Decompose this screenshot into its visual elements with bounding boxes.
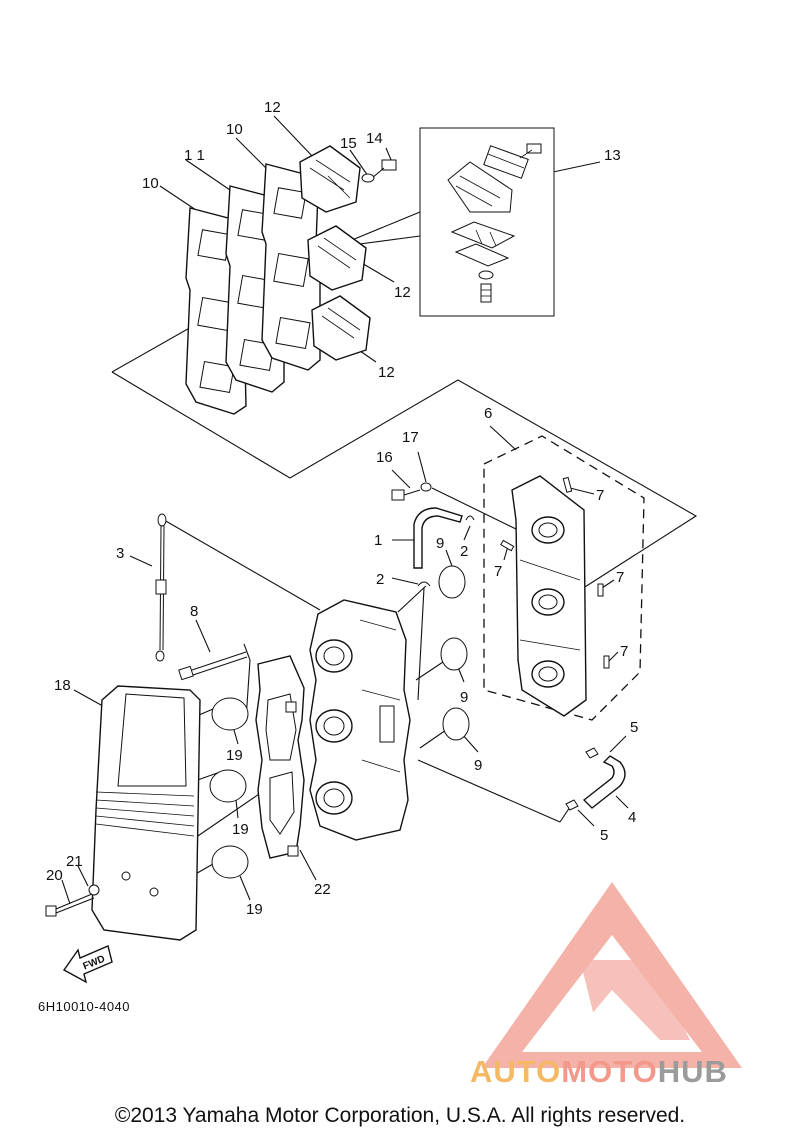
reed-valve-12-bottom	[311, 295, 371, 361]
callout-20: 20	[46, 867, 63, 884]
clip-2-upper	[465, 515, 475, 521]
gasket-9-middle	[440, 637, 468, 671]
clip-2-lower	[417, 581, 431, 587]
callout-8: 8	[190, 603, 198, 620]
o-ring-19-middle	[209, 769, 247, 803]
link-rod-3	[155, 513, 167, 662]
throttle-body-assembly	[309, 599, 411, 841]
callout-12a: 12	[264, 99, 281, 116]
fwd-arrow-icon: FWD	[62, 945, 113, 984]
callout-12b: 12	[394, 284, 411, 301]
watermark-part-auto: AUTO	[470, 1054, 562, 1089]
copyright-notice: ©2013 Yamaha Motor Corporation, U.S.A. A…	[114, 1104, 686, 1127]
screw-14	[371, 159, 397, 179]
callout-5b: 5	[600, 827, 608, 844]
reed-valve-12-top	[299, 145, 361, 213]
gasket-9-bottom	[442, 707, 470, 741]
washer-15	[361, 173, 375, 183]
callout-1: 1	[374, 532, 382, 549]
callout-16: 16	[376, 449, 393, 466]
callout-labels: 1 2 2 3 4 5 5 6 7 7 7 7 8 9 9 9 10 10 1 …	[46, 99, 638, 918]
callout-9a: 9	[436, 535, 444, 552]
watermark-part-hub: HUB	[657, 1054, 728, 1089]
silencer-gasket-22	[255, 655, 305, 859]
bolt-8	[178, 651, 248, 681]
callout-7b: 7	[494, 563, 502, 580]
callout-9c: 9	[474, 757, 482, 774]
hose-1	[413, 507, 463, 569]
callout-19a: 19	[226, 747, 243, 764]
reed-valve-assembly-inset	[419, 127, 555, 317]
callout-22: 22	[314, 881, 331, 898]
dowel-pins-7	[500, 476, 610, 669]
clamp-5-upper	[585, 747, 599, 759]
callout-19c: 19	[246, 901, 263, 918]
callout-17: 17	[402, 429, 419, 446]
callout-7c: 7	[616, 569, 624, 586]
callout-6: 6	[484, 405, 492, 422]
callout-7a: 7	[596, 487, 604, 504]
screw-20	[45, 893, 95, 917]
diagram-code: 6H10010-4040	[38, 999, 131, 1014]
watermark-part-moto: MOTO	[561, 1054, 658, 1089]
clamp-5-lower	[565, 799, 579, 811]
callout-11: 1 1	[184, 147, 205, 164]
callout-3: 3	[116, 545, 124, 562]
hose-4	[582, 755, 626, 809]
callout-4: 4	[628, 809, 636, 826]
gasket-9-top	[438, 565, 466, 599]
callout-9b: 9	[460, 689, 468, 706]
leader-lines	[61, 115, 698, 905]
o-ring-19-top	[211, 697, 249, 731]
callout-18: 18	[54, 677, 71, 694]
o-ring-19-bottom	[211, 845, 249, 879]
callout-2b: 2	[376, 571, 384, 588]
watermark-brand: AUTOMOTOHUB	[470, 1054, 728, 1090]
callout-10b: 10	[226, 121, 243, 138]
callout-13: 13	[604, 147, 621, 164]
washer-17	[420, 482, 432, 492]
intake-silencer-18	[91, 685, 201, 941]
callout-19b: 19	[232, 821, 249, 838]
callout-7d: 7	[620, 643, 628, 660]
callout-2a: 2	[460, 543, 468, 560]
callout-10a: 10	[142, 175, 159, 192]
bolt-16	[391, 489, 421, 501]
callout-12c: 12	[378, 364, 395, 381]
washer-21	[88, 884, 100, 896]
reed-valve-12-middle	[307, 225, 367, 291]
watermark-logo-icon	[482, 882, 742, 1068]
callout-14: 14	[366, 130, 383, 147]
intake-manifold-6-group	[483, 435, 645, 721]
callout-15: 15	[340, 135, 357, 152]
callout-5a: 5	[630, 719, 638, 736]
intake-manifold-6	[511, 475, 587, 717]
callout-21: 21	[66, 853, 83, 870]
